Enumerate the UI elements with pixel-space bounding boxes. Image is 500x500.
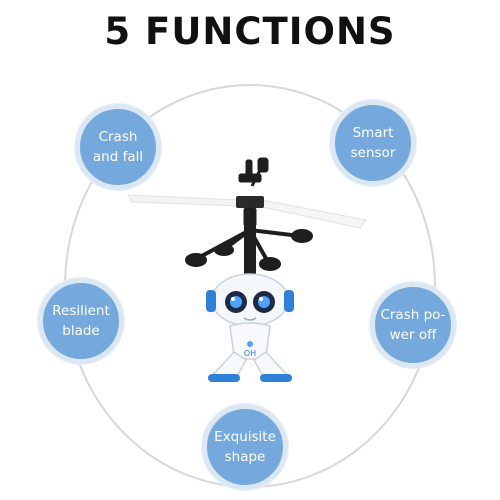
robot-body: OH xyxy=(206,273,294,383)
toy-logo-text: OH xyxy=(244,349,256,358)
feature-label-line1: Crash xyxy=(98,129,138,145)
rotor-blades xyxy=(127,194,367,229)
feature-label-line2: shape xyxy=(224,449,266,465)
feature-bubble-crash-and-fall: Crash and fall xyxy=(75,104,161,190)
feature-label-line1: Crash po- xyxy=(380,307,446,323)
feature-bubble-exquisite-shape: Exquisite shape xyxy=(202,404,288,490)
feature-bubble-crash-power-off: Crash po- wer off xyxy=(370,282,456,368)
feature-label-line1: Resilient xyxy=(52,303,110,319)
feature-label-line2: sensor xyxy=(350,145,396,161)
feature-label-line2: wer off xyxy=(389,327,437,343)
feature-label-line1: Exquisite xyxy=(214,429,276,445)
page-title: 5 FUNCTIONS xyxy=(104,10,396,53)
feature-label-line2: and fall xyxy=(92,149,144,165)
stabilizer-arms xyxy=(185,224,313,280)
feature-label-line1: Smart xyxy=(352,125,394,141)
rotor-hub xyxy=(238,157,269,227)
feature-label-line2: blade xyxy=(62,323,100,339)
feature-bubble-smart-sensor: Smart sensor xyxy=(330,100,416,186)
feature-bubble-resilient-blade: Resilient blade xyxy=(38,278,124,364)
